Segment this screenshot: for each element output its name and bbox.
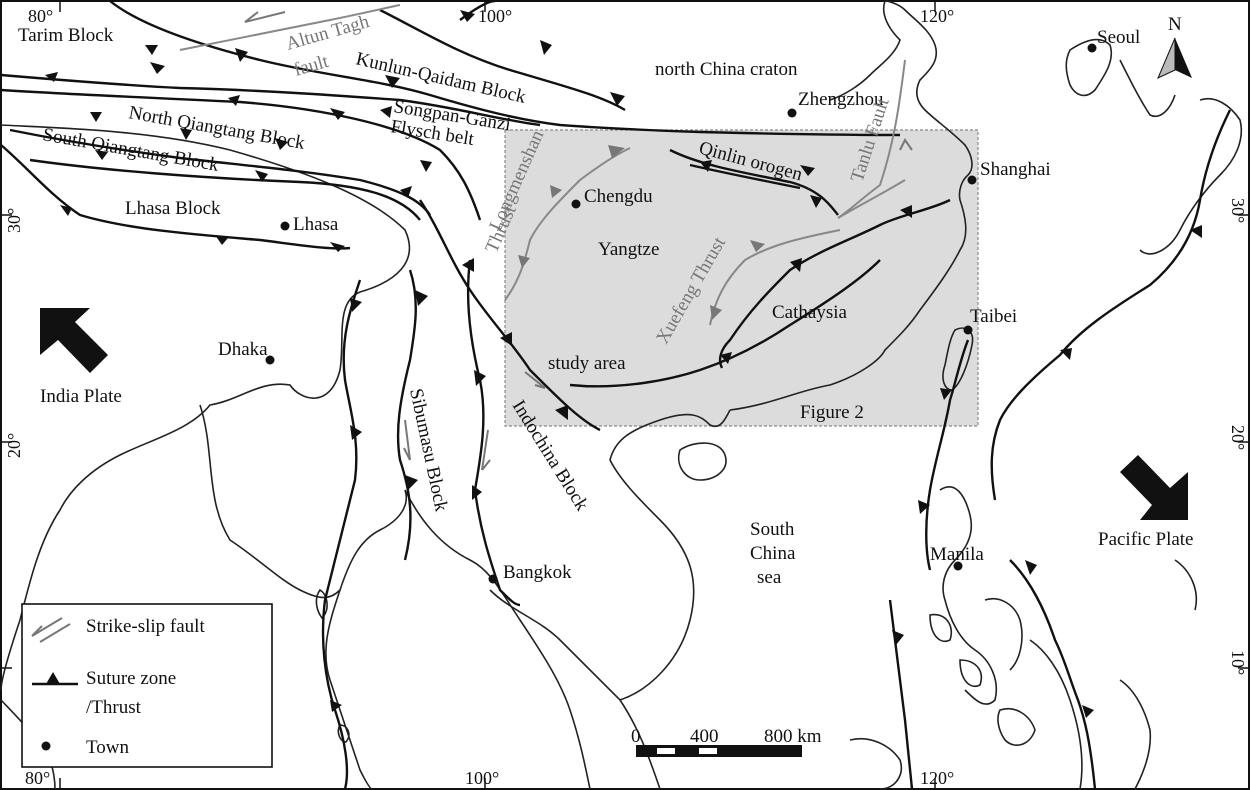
- label-yangtze: Yangtze: [598, 239, 659, 260]
- india-plate-arrow: [40, 308, 108, 373]
- thrust-teeth: [45, 10, 1202, 718]
- legend-strike-slip-label: Strike-slip fault: [86, 616, 205, 637]
- lon-label-top-120: 120°: [920, 6, 954, 26]
- legend: Strike-slip fault Suture zone /Thrust To…: [21, 603, 273, 768]
- label-shanghai: Shanghai: [980, 159, 1051, 180]
- label-dhaka: Dhaka: [218, 339, 268, 360]
- label-seoul: Seoul: [1097, 27, 1140, 48]
- lat-label-right-10: 10°: [1228, 650, 1248, 675]
- label-india-plate: India Plate: [40, 386, 122, 407]
- gray-thrust-teeth: [518, 145, 765, 320]
- north-arrow-label: N: [1168, 14, 1182, 35]
- label-figure-2: Figure 2: [800, 402, 864, 423]
- label-manila: Manila: [930, 544, 984, 565]
- legend-thrust-label: /Thrust: [86, 697, 142, 718]
- label-pacific-plate: Pacific Plate: [1098, 529, 1194, 550]
- lat-label-right-30: 30°: [1228, 198, 1248, 223]
- legend-town-label: Town: [86, 737, 130, 758]
- label-cathaysia: Cathaysia: [772, 302, 847, 323]
- lat-label-right-20: 20°: [1228, 425, 1248, 450]
- label-lhasa: Lhasa: [293, 214, 339, 235]
- label-bangkok: Bangkok: [503, 562, 572, 583]
- label-chengdu: Chengdu: [584, 186, 653, 207]
- label-china: China: [750, 543, 796, 564]
- scale-label-400: 400: [690, 726, 719, 747]
- lon-label-bottom-100: 100°: [465, 768, 499, 788]
- lon-label-top-100: 100°: [478, 6, 512, 26]
- legend-suture-label: Suture zone: [86, 668, 176, 689]
- legend-thrust-symbol: [32, 672, 78, 686]
- lon-label-bottom-120: 120°: [920, 768, 954, 788]
- lat-label-left-30: 30°: [4, 208, 24, 233]
- scale-bar: 0 400 800 km: [631, 726, 822, 757]
- study-area-box: [504, 129, 979, 427]
- gray-faults: [179, 4, 906, 326]
- lon-label-top-80: 80°: [28, 6, 53, 26]
- lat-label-left-20: 20°: [4, 433, 24, 458]
- label-sea: sea: [757, 567, 782, 588]
- legend-strike-slip-symbol: [31, 617, 71, 643]
- label-study-area: study area: [548, 353, 626, 374]
- label-south: South: [750, 519, 795, 540]
- towns: [265, 43, 1097, 584]
- label-taibei: Taibei: [970, 306, 1017, 327]
- legend-town-dot: [41, 741, 51, 751]
- label-tarim: Tarim Block: [18, 25, 114, 46]
- pacific-plate-arrow: [1120, 455, 1188, 520]
- lon-label-bottom-80: 80°: [25, 768, 50, 788]
- label-north-china: north China craton: [655, 59, 798, 80]
- strike-slip-arrows: [244, 11, 913, 471]
- scale-label-0: 0: [631, 726, 641, 747]
- north-arrow: N: [1157, 14, 1192, 80]
- scale-label-800: 800 km: [764, 726, 822, 747]
- label-lhasa-block: Lhasa Block: [125, 198, 221, 219]
- label-zhengzhou: Zhengzhou: [798, 89, 884, 110]
